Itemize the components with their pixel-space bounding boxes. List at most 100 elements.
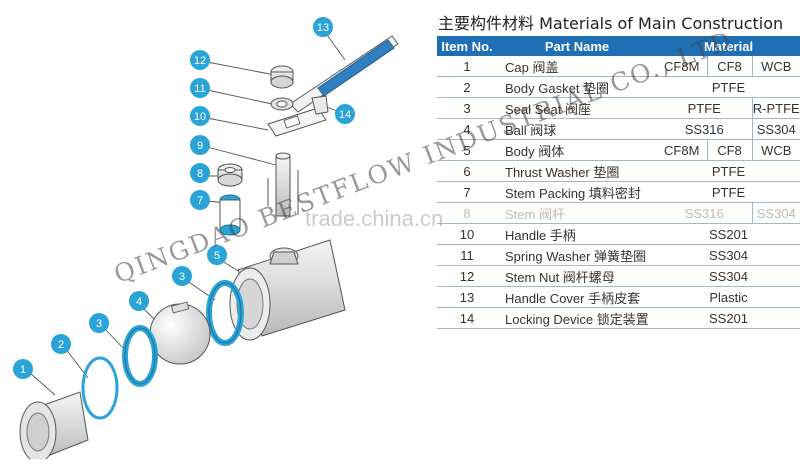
item-no-cell: 2 (437, 76, 497, 98)
callout-14: 14 (335, 104, 355, 124)
material-cell: SS304 (657, 244, 800, 266)
svg-text:4: 4 (136, 296, 142, 308)
material-cell: SS201 (657, 307, 800, 329)
svg-text:7: 7 (197, 195, 203, 207)
gland-nut (217, 163, 243, 187)
exploded-valve-diagram: 1 2 3 3 4 5 7 8 9 10 11 12 13 14 (13, 17, 399, 463)
callout-3-left: 3 (89, 313, 109, 333)
part-name-cell: Stem Nut 阀杆螺母 (497, 265, 657, 287)
header-material: Material (657, 36, 800, 56)
callout-1: 1 (13, 359, 33, 379)
part-name-cell: Ball 阀球 (497, 118, 657, 140)
table-title: 主要构件材料 Materials of Main Construction (438, 14, 784, 33)
callout-4: 4 (129, 291, 149, 311)
material-cell: PTFE (657, 181, 800, 203)
callout-11: 11 (190, 78, 210, 98)
seal-seat-left (122, 325, 158, 387)
part-name-cell: Stem Packing 填料密封 (497, 181, 657, 203)
callout-9: 9 (190, 135, 210, 155)
item-no-cell: 3 (437, 97, 497, 119)
cap (19, 391, 89, 463)
material-cell: PTFE (657, 160, 800, 182)
svg-text:14: 14 (339, 109, 351, 121)
part-name-cell: Body Gasket 垫圈 (497, 76, 657, 98)
callout-13: 13 (313, 17, 333, 37)
material-cell: WCB (751, 139, 800, 161)
callout-5: 5 (207, 245, 227, 265)
material-cell: SS201 (657, 223, 800, 245)
callout-badges: 1 2 3 3 4 5 7 8 9 10 11 12 13 14 (13, 17, 355, 379)
stem-packing (219, 194, 241, 236)
part-name-cell: Body 阀体 (497, 139, 657, 161)
item-no-cell: 5 (437, 139, 497, 161)
part-name-cell: Thrust Washer 垫圈 (497, 160, 657, 182)
part-name-cell: Handle 手柄 (497, 223, 657, 245)
handle-assembly (267, 35, 399, 137)
valve-body (229, 239, 346, 341)
material-cell: SS316 (657, 202, 752, 224)
svg-text:1: 1 (20, 364, 26, 376)
svg-text:2: 2 (58, 339, 64, 351)
material-cell: CF8 (706, 139, 752, 161)
svg-text:13: 13 (317, 22, 329, 34)
svg-text:5: 5 (214, 250, 220, 262)
part-name-cell: Handle Cover 手柄皮套 (497, 286, 657, 308)
ball (149, 301, 211, 365)
seal-seat-right (206, 280, 244, 346)
svg-text:11: 11 (194, 83, 205, 95)
material-cell: SS304 (751, 118, 800, 140)
item-no-cell: 11 (437, 244, 497, 266)
item-no-cell: 8 (437, 202, 497, 224)
material-cell: CF8M (657, 56, 707, 77)
part-name-cell: Locking Device 锁定装置 (497, 307, 657, 329)
svg-text:8: 8 (197, 168, 203, 180)
item-no-cell: 6 (437, 160, 497, 182)
item-no-cell: 13 (437, 286, 497, 308)
material-cell: R-PTFE (751, 97, 800, 119)
material-cell: SS316 (657, 118, 752, 140)
material-cell: CF8M (657, 139, 707, 161)
item-no-cell: 1 (437, 56, 497, 77)
callout-10: 10 (190, 106, 210, 126)
material-cell: SS304 (657, 265, 800, 287)
callout-3-right: 3 (172, 266, 192, 286)
body-gasket (81, 356, 119, 420)
table-header-row: Item No. Part Name Material (437, 36, 800, 56)
header-item-no: Item No. (437, 36, 497, 56)
material-cell: CF8 (706, 56, 752, 77)
spring-washer (270, 97, 294, 111)
part-name-cell: Spring Washer 弹簧垫圈 (497, 244, 657, 266)
item-no-cell: 10 (437, 223, 497, 245)
item-no-cell: 12 (437, 265, 497, 287)
part-name-cell: Stem 阀杆 (497, 202, 657, 224)
material-cell: PTFE (657, 97, 752, 119)
material-cell: WCB (751, 56, 800, 77)
svg-text:9: 9 (197, 140, 203, 152)
svg-text:3: 3 (179, 271, 185, 283)
stem (267, 152, 299, 217)
svg-text:10: 10 (194, 111, 206, 123)
material-cell: Plastic (657, 286, 800, 308)
item-no-cell: 14 (437, 307, 497, 329)
callout-2: 2 (51, 334, 71, 354)
item-no-cell: 7 (437, 181, 497, 203)
svg-text:3: 3 (96, 318, 102, 330)
material-cell: SS304 (751, 202, 800, 224)
svg-text:12: 12 (194, 55, 206, 67)
callout-8: 8 (190, 163, 210, 183)
stem-nut (270, 65, 294, 89)
